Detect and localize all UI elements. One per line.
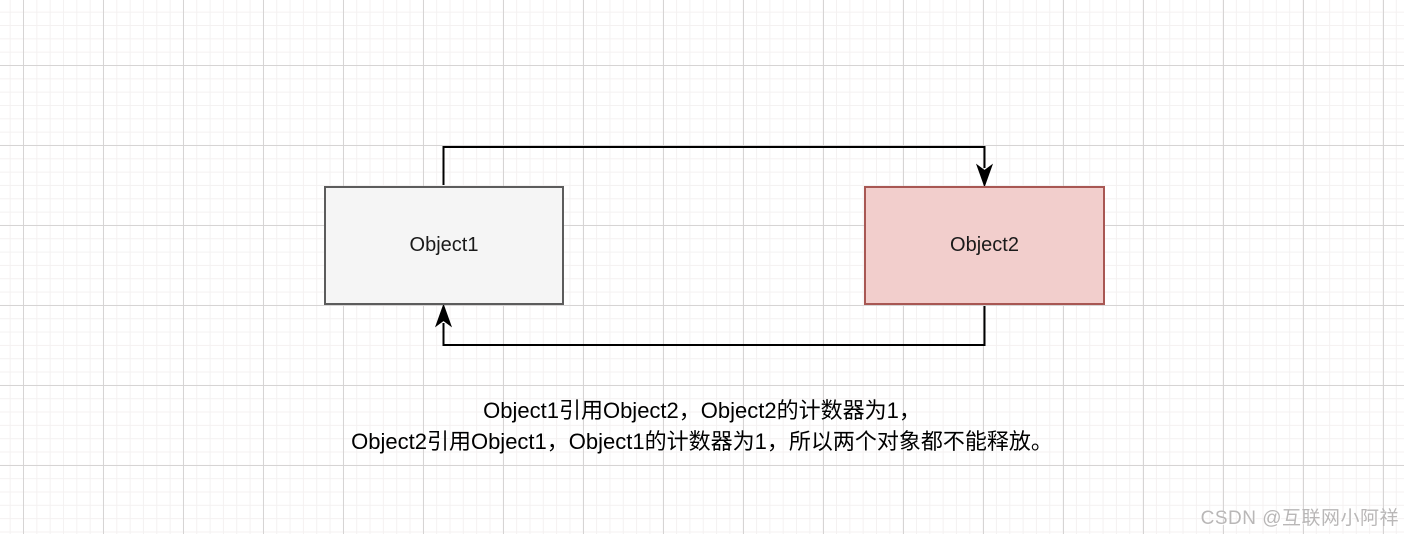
arrowhead-up-icon	[434, 303, 453, 328]
node-object2[interactable]: Object2	[864, 186, 1105, 305]
watermark: CSDN @互联网小阿祥	[1200, 508, 1399, 529]
arrow-object2-to-object1[interactable]	[434, 303, 986, 346]
caption-line-2: Object2引用Object1，Object1的计数器为1，所以两个对象都不能…	[351, 429, 1053, 454]
caption: Object1引用Object2，Object2的计数器为1， Object2引…	[0, 395, 1404, 457]
arrowhead-down-icon	[975, 163, 994, 188]
node-object2-label: Object2	[950, 234, 1019, 256]
node-object1[interactable]: Object1	[324, 186, 564, 305]
node-object1-label: Object1	[409, 234, 479, 256]
caption-line-1: Object1引用Object2，Object2的计数器为1，	[483, 398, 921, 423]
arrow-object1-to-object2[interactable]	[442, 146, 994, 188]
